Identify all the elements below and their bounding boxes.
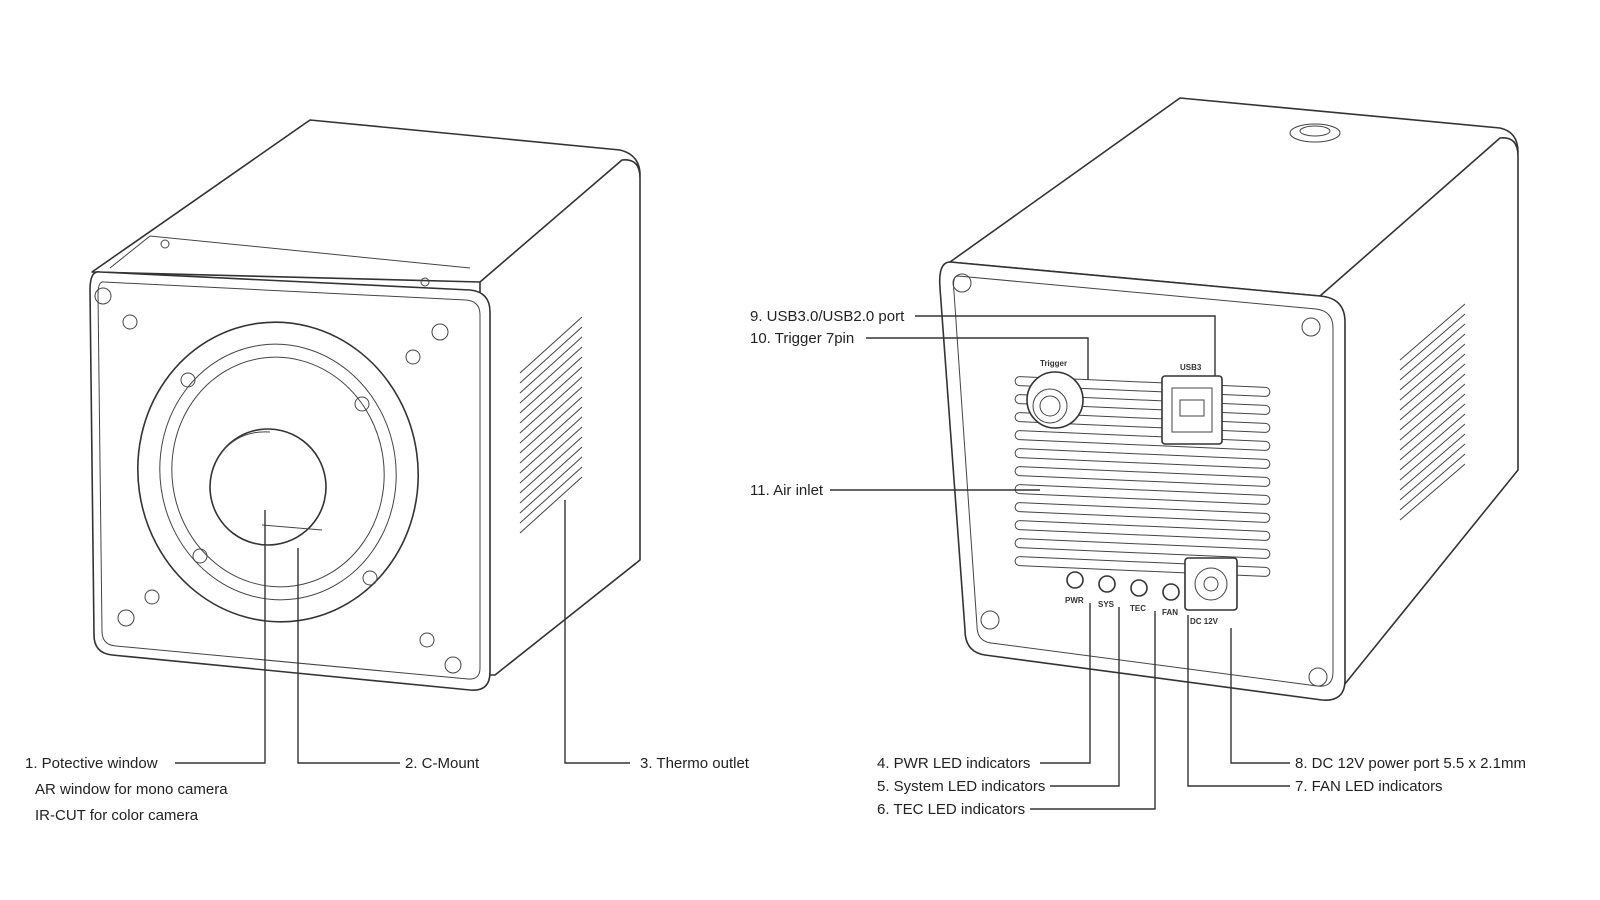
label-fan-led: 7. FAN LED indicators <box>1295 778 1443 795</box>
leader-thermo-outlet <box>564 500 630 764</box>
thermo-vent-slat <box>519 406 583 464</box>
label-thermo-outlet: 3. Thermo outlet <box>640 755 750 772</box>
thermo-vent-slat <box>519 416 583 474</box>
thermo-vent-slat <box>519 426 583 484</box>
air-inlet-slot <box>1014 502 1271 523</box>
thermo-vent-slat <box>519 356 583 414</box>
label-usb-port: 9. USB3.0/USB2.0 port <box>750 308 905 325</box>
side-vent-slat <box>1399 403 1466 461</box>
usb-panel-label: USB3 <box>1180 363 1202 372</box>
side-vent-slat <box>1399 373 1466 431</box>
side-vent-slat <box>1399 313 1466 371</box>
air-inlet-grille <box>1014 376 1271 577</box>
thermo-vent-slat <box>519 346 583 404</box>
leader-c-mount <box>297 548 400 764</box>
side-vent-slat <box>1399 413 1466 471</box>
sys-led <box>1098 575 1116 593</box>
side-vent-slat <box>1399 423 1466 481</box>
thermo-vent-slat <box>519 396 583 454</box>
trigger-connector <box>1026 371 1084 429</box>
side-vent-slat <box>1399 393 1466 451</box>
leader-trigger <box>866 337 1089 380</box>
thermo-vent-slat <box>519 326 583 384</box>
label-dc-port: 8. DC 12V power port 5.5 x 2.1mm <box>1295 755 1526 772</box>
label-c-mount: 2. C-Mount <box>405 755 480 772</box>
air-inlet-slot <box>1014 484 1271 505</box>
side-vent-slat <box>1399 363 1466 421</box>
thermo-vent-slat <box>519 446 583 504</box>
front-camera <box>89 119 641 691</box>
side-vent-slat <box>1399 323 1466 381</box>
leader-fan-led <box>1187 615 1290 787</box>
side-vent-slat <box>1399 303 1466 361</box>
sys-panel-label: SYS <box>1098 600 1115 609</box>
side-vent-slat <box>1399 463 1466 521</box>
leader-protective-window <box>175 510 266 764</box>
leader-usb-port <box>915 315 1216 376</box>
labels: 1. Potective window AR window for mono c… <box>25 308 1526 824</box>
air-inlet-slot <box>1014 556 1271 577</box>
leader-pwr-led <box>1040 603 1091 764</box>
side-vent-slat <box>1399 343 1466 401</box>
fan-led <box>1162 583 1180 601</box>
dc-panel-label: DC 12V <box>1190 617 1219 626</box>
rear-camera: Trigger USB3 DC 12V PWR SYS TEC FAN <box>938 97 1519 701</box>
air-inlet-slot <box>1014 376 1271 397</box>
air-inlet-slot <box>1014 430 1271 451</box>
thermo-vent-slat <box>519 336 583 394</box>
dc-power-port <box>1184 557 1238 611</box>
thermo-vent-slat <box>519 386 583 444</box>
usb-port <box>1161 375 1223 445</box>
air-inlet-slot <box>1014 394 1271 415</box>
label-protective-window-line2: AR window for mono camera <box>35 781 228 798</box>
tec-panel-label: TEC <box>1130 604 1146 613</box>
thermo-vent-slat <box>519 456 583 514</box>
thermo-vent-slat <box>519 476 583 534</box>
thermo-outlet-vents <box>519 316 583 534</box>
label-pwr-led: 4. PWR LED indicators <box>877 755 1030 772</box>
thermo-vent-slat <box>519 316 583 374</box>
side-vent-slat <box>1399 353 1466 411</box>
air-inlet-slot <box>1014 448 1271 469</box>
air-inlet-slot <box>1014 538 1271 559</box>
air-inlet-slot <box>1014 412 1271 433</box>
side-vent-slat <box>1399 383 1466 441</box>
label-system-led: 5. System LED indicators <box>877 778 1045 795</box>
fan-panel-label: FAN <box>1162 608 1178 617</box>
side-vent-slat <box>1399 443 1466 501</box>
side-vent-slat <box>1399 453 1466 511</box>
side-vent-slat <box>1399 333 1466 391</box>
label-trigger: 10. Trigger 7pin <box>750 330 854 347</box>
thermo-vent-slat <box>519 376 583 434</box>
thermo-vent-slat <box>519 466 583 524</box>
pwr-led <box>1066 571 1084 589</box>
air-inlet-slot <box>1014 466 1271 487</box>
leader-sys-led <box>1050 607 1120 787</box>
leader-dc-port <box>1230 628 1290 764</box>
leader-tec-led <box>1030 611 1156 810</box>
label-air-inlet: 11. Air inlet <box>750 482 824 499</box>
thermo-vent-slat <box>519 436 583 494</box>
label-protective-window-line1: 1. Potective window <box>25 755 158 772</box>
tec-led <box>1130 579 1148 597</box>
label-tec-led: 6. TEC LED indicators <box>877 801 1025 818</box>
air-inlet-slot <box>1014 520 1271 541</box>
protective-window <box>209 428 327 546</box>
side-vent-slat <box>1399 433 1466 491</box>
rear-side-vents <box>1399 303 1466 521</box>
label-protective-window-line3: IR-CUT for color camera <box>35 807 199 824</box>
leader-lines <box>175 315 1290 810</box>
thermo-vent-slat <box>519 366 583 424</box>
pwr-panel-label: PWR <box>1065 596 1084 605</box>
trigger-panel-label: Trigger <box>1040 359 1067 368</box>
